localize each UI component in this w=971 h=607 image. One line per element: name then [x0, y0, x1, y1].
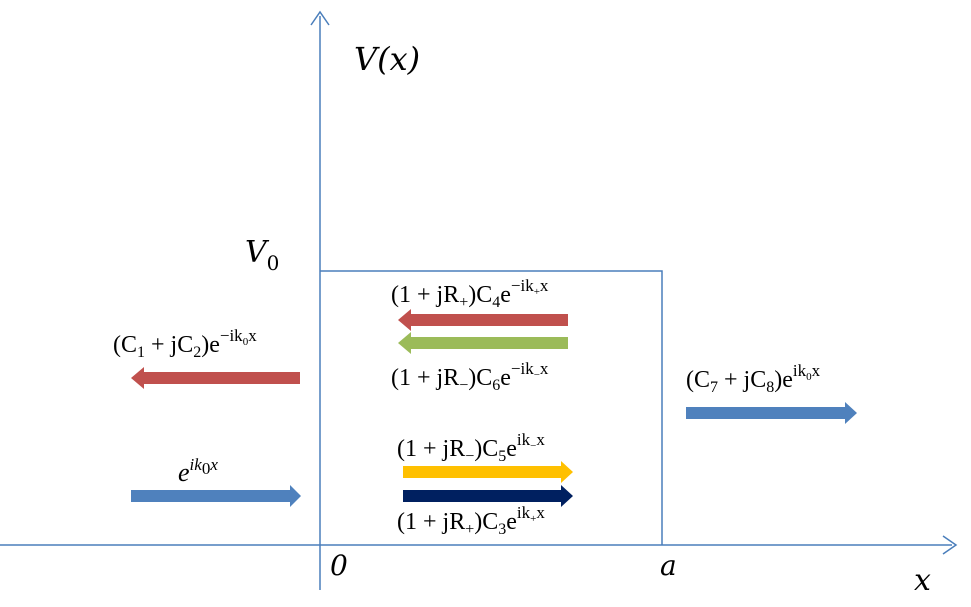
transmitted-wave-formula: (C7 + jC8)eik0x [686, 361, 821, 396]
c5-wave-formula: (1 + jR−)C5eik−x [397, 430, 545, 465]
barrier-height-symbol: V [245, 235, 270, 270]
barrier-height-subscript: 0 [267, 251, 280, 275]
transmitted-wave-arrow [686, 402, 857, 424]
c5-wave-arrow [403, 461, 573, 483]
reflected-wave-arrow [131, 367, 300, 389]
x-axis-label: x [914, 563, 931, 598]
barrier-width-label: a [660, 549, 677, 582]
y-axis-arrowhead [310, 10, 330, 26]
origin-label: 0 [330, 549, 348, 582]
wave-formulas: eik0x (C1 + jC2)e−ik0x (C7 + jC8)eik0x (… [113, 276, 821, 538]
barrier-outline [320, 270, 663, 545]
c3-wave-formula: (1 + jR+)C3eik+x [397, 503, 545, 538]
barrier-height-label: V0 [245, 235, 279, 275]
c3-wave-arrow [403, 485, 573, 507]
c4-wave-formula: (1 + jR+)C4e−ik+x [391, 276, 549, 311]
c6-wave-arrow [398, 332, 568, 354]
reflected-wave-formula: (C1 + jC2)e−ik0x [113, 326, 257, 361]
y-axis-label: V(x) [354, 40, 420, 78]
wave-arrows [131, 309, 857, 507]
axes [0, 10, 958, 590]
x-axis-arrowhead [942, 535, 958, 555]
incident-wave-arrow [131, 485, 301, 507]
c4-wave-arrow [398, 309, 568, 331]
incident-wave-formula: eik0x [178, 455, 218, 487]
c6-wave-formula: (1 + jR−)C6e−ik−x [391, 359, 549, 394]
